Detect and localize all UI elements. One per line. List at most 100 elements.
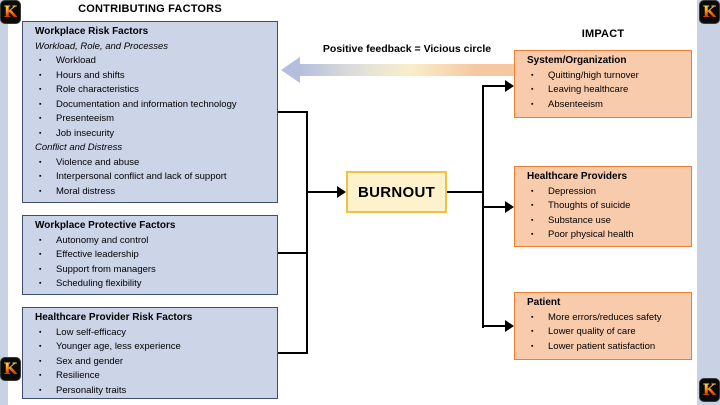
bullet-item: ▪ Depression [527,185,685,200]
box-title: System/Organization [527,55,627,66]
bullet-square-icon: ▪ [531,71,534,79]
bullet-square-icon: ▪ [531,328,534,335]
bullet-square-icon: ▪ [531,202,534,209]
bullet-item: ▪ Quitting/high turnover [527,69,685,84]
box-title: Patient [527,297,561,308]
bullet-item: ▪ Autonomy and control [35,234,271,249]
bullet-item-label: Depression [548,185,597,197]
bullet-square-icon: ▪ [531,342,534,350]
connector-provider-box-stub [278,352,308,354]
healthcare-providers-box: Healthcare Providers ▪ Depression ▪ Thoughts… [514,166,692,247]
bullet-item-label: Scheduling flexibility [56,278,142,289]
logo-letter-icon: K [702,2,717,21]
bullet-square-icon: ▪ [39,328,42,336]
bullet-item-label: Lower quality of care [548,326,636,337]
bullet-item: ▪ Younger age, less experience [35,340,271,355]
arrowhead-into-patient-box-icon [505,320,514,332]
bullet-square-icon: ▪ [531,231,534,238]
bullet-item: ▪Substance use [527,214,685,229]
bullet-item-label: More errors/reduces safety [548,311,662,323]
logo-letter-icon: K [3,2,18,21]
bullet-square-icon: ▪ [39,100,42,108]
bullet-square-icon: ▪ [39,251,42,258]
bullet-item: ▪Job insecurity [35,127,271,142]
contributing-factors-header: CONTRIBUTING FACTORS [78,3,222,15]
bullet-item-label: Absenteeism [548,98,603,110]
bullet-item-label: Personality traits [56,384,127,396]
left-vertical-connector [306,111,308,354]
bullet-square-icon: ▪ [39,158,42,166]
bullet-item: ▪ Leaving healthcare [527,83,685,98]
bullet-item-label: Younger age, less experience [56,341,181,352]
positive-feedback-label: Positive feedback = Vicious circle [322,43,492,55]
bullet-item-label: Quitting/high turnover [548,69,639,81]
arrowhead-into-system-box-icon [505,80,514,92]
bullet-item: ▪Documentation and information technolog… [35,98,271,113]
bullet-item: ▪Hours and shifts [35,69,271,84]
bullet-item: ▪Lower patient satisfaction [527,340,685,355]
right-margin-strip [697,0,720,405]
bullet-square-icon: ▪ [39,280,42,287]
box-subtitle: Workload, Role, and Processes [35,40,169,52]
bullet-square-icon: ▪ [39,71,42,79]
bullet-item-label: Effective leadership [56,249,139,260]
bullet-item-label: Violence and abuse [56,156,140,168]
bullet-item-label: Poor physical health [548,229,634,240]
bullet-square-icon: ▪ [39,343,42,350]
bullet-square-icon: ▪ [39,386,42,394]
bullet-item-label: Moral distress [56,185,116,197]
bullet-item-label: Support from managers [56,263,156,275]
bullet-item-label: Thoughts of suicide [548,200,631,211]
logo-letter-icon: K [702,380,717,399]
connector-risk-box-stub [278,111,308,113]
bullet-item-label: Sex and gender [56,355,124,367]
bullet-item-label: Leaving healthcare [548,84,629,95]
bullet-square-icon: ▪ [39,57,42,64]
healthcare-provider-risk-factors-box: Healthcare Provider Risk Factors▪Low sel… [22,307,278,399]
bullet-item-label: Job insecurity [56,127,115,139]
logo-letter-icon: K [3,359,18,378]
impact-header: IMPACT [581,28,625,40]
bullet-square-icon: ▪ [531,187,534,195]
bullet-item: ▪ Lower quality of care [527,325,685,340]
brand-logo-top-left: K [0,0,21,24]
bullet-item-label: Workload [56,55,96,66]
bullet-item-label: Role characteristics [56,84,139,95]
bullet-square-icon: ▪ [39,115,42,122]
feedback-arrow-gradient-shaft [299,64,514,76]
connector-to-burnout [306,191,338,193]
patient-box: Patient▪More errors/reduces safety▪Lower… [514,292,692,360]
brand-logo-bottom-right: K [699,378,720,402]
bullet-item: ▪ Moral distress [35,185,271,200]
bullet-item-label: Autonomy and control [56,234,149,246]
bullet-item-label: Presenteeism [56,113,115,124]
bullet-item: ▪ Workload [35,54,271,69]
bullet-item: ▪ Poor physical health [527,228,685,243]
bullet-item: ▪ Scheduling flexibility [35,277,271,292]
connector-to-providers-box [482,206,506,208]
arrowhead-into-burnout-icon [337,186,346,198]
bullet-item: ▪Interpersonal conflict and lack of supp… [35,170,271,185]
bullet-square-icon: ▪ [39,372,42,379]
box-subtitle: Conflict and Distress [35,142,123,153]
bullet-item: ▪ Thoughts of suicide [527,199,685,214]
brand-logo-top-right: K [699,0,720,24]
bullet-square-icon: ▪ [531,86,534,93]
bullet-item-label: Resilience [56,370,100,381]
bullet-square-icon: ▪ [39,187,42,195]
bullet-square-icon: ▪ [531,313,534,321]
left-margin-strip [0,0,8,405]
bullet-item: ▪Support from managers [35,263,271,278]
bullet-item: ▪ Low self-efficacy [35,326,271,341]
burnout-box: BURNOUT [346,171,447,213]
connector-from-burnout [447,191,484,193]
bullet-square-icon: ▪ [39,236,42,244]
bullet-item-label: Low self-efficacy [56,326,127,338]
box-title: Healthcare Providers [527,171,628,182]
bullet-square-icon: ▪ [531,100,534,108]
bullet-square-icon: ▪ [531,216,534,224]
bullet-item-label: Interpersonal conflict and lack of suppo… [56,171,227,182]
connector-to-patient-box [482,325,506,327]
